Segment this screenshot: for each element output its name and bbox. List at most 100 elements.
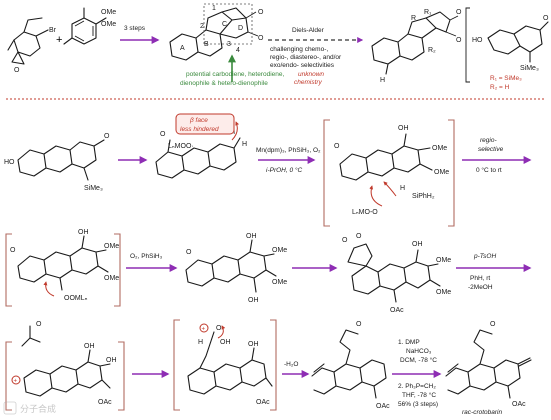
atom-label: O (356, 321, 362, 328)
atom-label: OH (78, 229, 89, 236)
callout-text: less hindered (180, 126, 219, 133)
crotobarin-structure: O OAc (445, 321, 532, 408)
caption-text: regio-, diastereo-, and/or (270, 54, 342, 61)
atom-label: Br (49, 27, 57, 34)
atom-label: OAc (98, 399, 112, 406)
dimethoxyarene-structure: OMe OMe (63, 7, 116, 45)
atom-label: OMe (101, 21, 116, 28)
atom-label: OH (106, 357, 117, 364)
atom-label: OMe (432, 145, 447, 152)
reagent-label: 3 steps (124, 25, 146, 32)
atom-label: O (104, 133, 110, 140)
atom-label: H (400, 185, 405, 192)
bracket-left (5, 233, 12, 307)
reagent-label: DCM, -78 °C (400, 356, 437, 364)
reagent-label: PhH, rt (470, 275, 490, 282)
ring-label: 2 (200, 23, 204, 30)
bracket (465, 7, 470, 83)
atom-label: H (380, 77, 385, 84)
reagent-label: regio- (480, 137, 497, 144)
atom-label: SiPhH₂ (412, 193, 435, 200)
atom-label: H (198, 339, 203, 346)
atom-label: O (186, 249, 192, 256)
watermark: 分子合成 (3, 401, 56, 415)
reagent-label: i-PrOH, 0 °C (266, 166, 302, 174)
row4-cation-intermediate: + O OH OH OAc (11, 321, 117, 406)
plus-sign: + (56, 34, 62, 46)
reagent-label: -2MeOH (468, 284, 493, 291)
atom-label: OMe (436, 257, 451, 264)
epoxide-bromide-structure: O Br (7, 17, 57, 74)
bracket-left (323, 119, 330, 227)
ring-label: 4 (236, 47, 240, 54)
atom-label: OH (246, 233, 257, 240)
row4-cyclic-ether: O OAc (311, 321, 390, 410)
caption-red: chemistry (294, 79, 323, 86)
curly-arrow (231, 121, 240, 141)
atom-label: OAc (376, 403, 390, 410)
atom-label: OH (248, 297, 259, 304)
caption-green: potential carbodiene, heterodiene, (186, 71, 284, 78)
row2-substrate: HO O SiMe₃ (4, 133, 110, 192)
reagent-label: p-TsOH (473, 253, 496, 260)
ring-label: B (204, 41, 209, 48)
atom-label: OAc (390, 307, 404, 314)
tetracycle-intermediate: O O A B C D 1 2 3 4 (169, 3, 264, 61)
atom-label: O (334, 143, 340, 150)
row2-radical-intermediate: O OH OMe OMe SiPhH₂ LₙMO-O H (334, 125, 449, 216)
product-name: rac-crotobarin (462, 409, 502, 416)
atom-label: OH (248, 341, 259, 348)
atom-label: O (543, 15, 549, 22)
atom-label: LₙMOO· (168, 143, 194, 150)
row2-mn-complex: O LₙMOO· H H β face less hindered (155, 113, 247, 179)
callout-box (175, 113, 235, 135)
atom-label: OAc (512, 401, 526, 408)
plus-charge: + (14, 379, 18, 385)
atom-label: O (356, 233, 362, 240)
atom-label: O (456, 37, 462, 44)
diels-alder-adduct: O O R R₁ R₂ H (371, 9, 462, 84)
reagent-label: 1. DMP (398, 339, 420, 346)
atom-label: OAc (256, 399, 270, 406)
reagent-label: THF, -78 °C (402, 391, 436, 399)
atom-label: LₙMO-O (352, 209, 378, 216)
atom-label: O (216, 325, 222, 332)
curly-arrow (369, 185, 383, 207)
dashed-box (203, 3, 253, 45)
atom-label: R (411, 15, 416, 22)
row3-hydroxy-product: O OH OMe OMe OH (185, 233, 287, 304)
substituent-definition: R₂ = H (490, 84, 510, 91)
atom-label: O (258, 9, 264, 16)
atom-label: OMe (104, 243, 119, 250)
atom-label: H (242, 141, 247, 148)
atom-label: O (36, 321, 42, 328)
atom-label: O (490, 321, 496, 328)
atom-label: O (342, 237, 348, 244)
cation-charge (199, 323, 209, 333)
curly-arrow (217, 325, 226, 339)
ring-label: D (238, 25, 243, 32)
bracket-right (118, 341, 125, 411)
ring-label: A (180, 45, 185, 52)
cation-charge (11, 375, 21, 385)
atom-label: O (258, 35, 264, 42)
atom-label: O (160, 131, 166, 138)
atom-label: HO (4, 159, 15, 166)
bracket-left (5, 341, 12, 411)
row3-peroxide-intermediate: O OH OMe OMe OOMLₙ (10, 229, 119, 302)
bracket-left (173, 319, 180, 411)
bicyclic-product-silyl: HO O SiMe₃ (472, 15, 549, 72)
atom-label: R₁ (424, 9, 432, 16)
reagent-label: NaHCO₃ (406, 348, 432, 355)
atom-label: OMe (272, 247, 287, 254)
reagent-label: 0 °C to rt (476, 166, 502, 174)
reagent-label: O₂, PhSiH₃ (130, 253, 163, 260)
watermark-text: 分子合成 (20, 403, 56, 414)
atom-label: HO (472, 37, 483, 44)
atom-label: OMe (272, 279, 287, 286)
atom-label: OMe (436, 289, 451, 296)
atom-label: O (10, 247, 16, 254)
atom-label: SiMe₃ (84, 185, 103, 192)
callout-text: β face (189, 117, 208, 124)
